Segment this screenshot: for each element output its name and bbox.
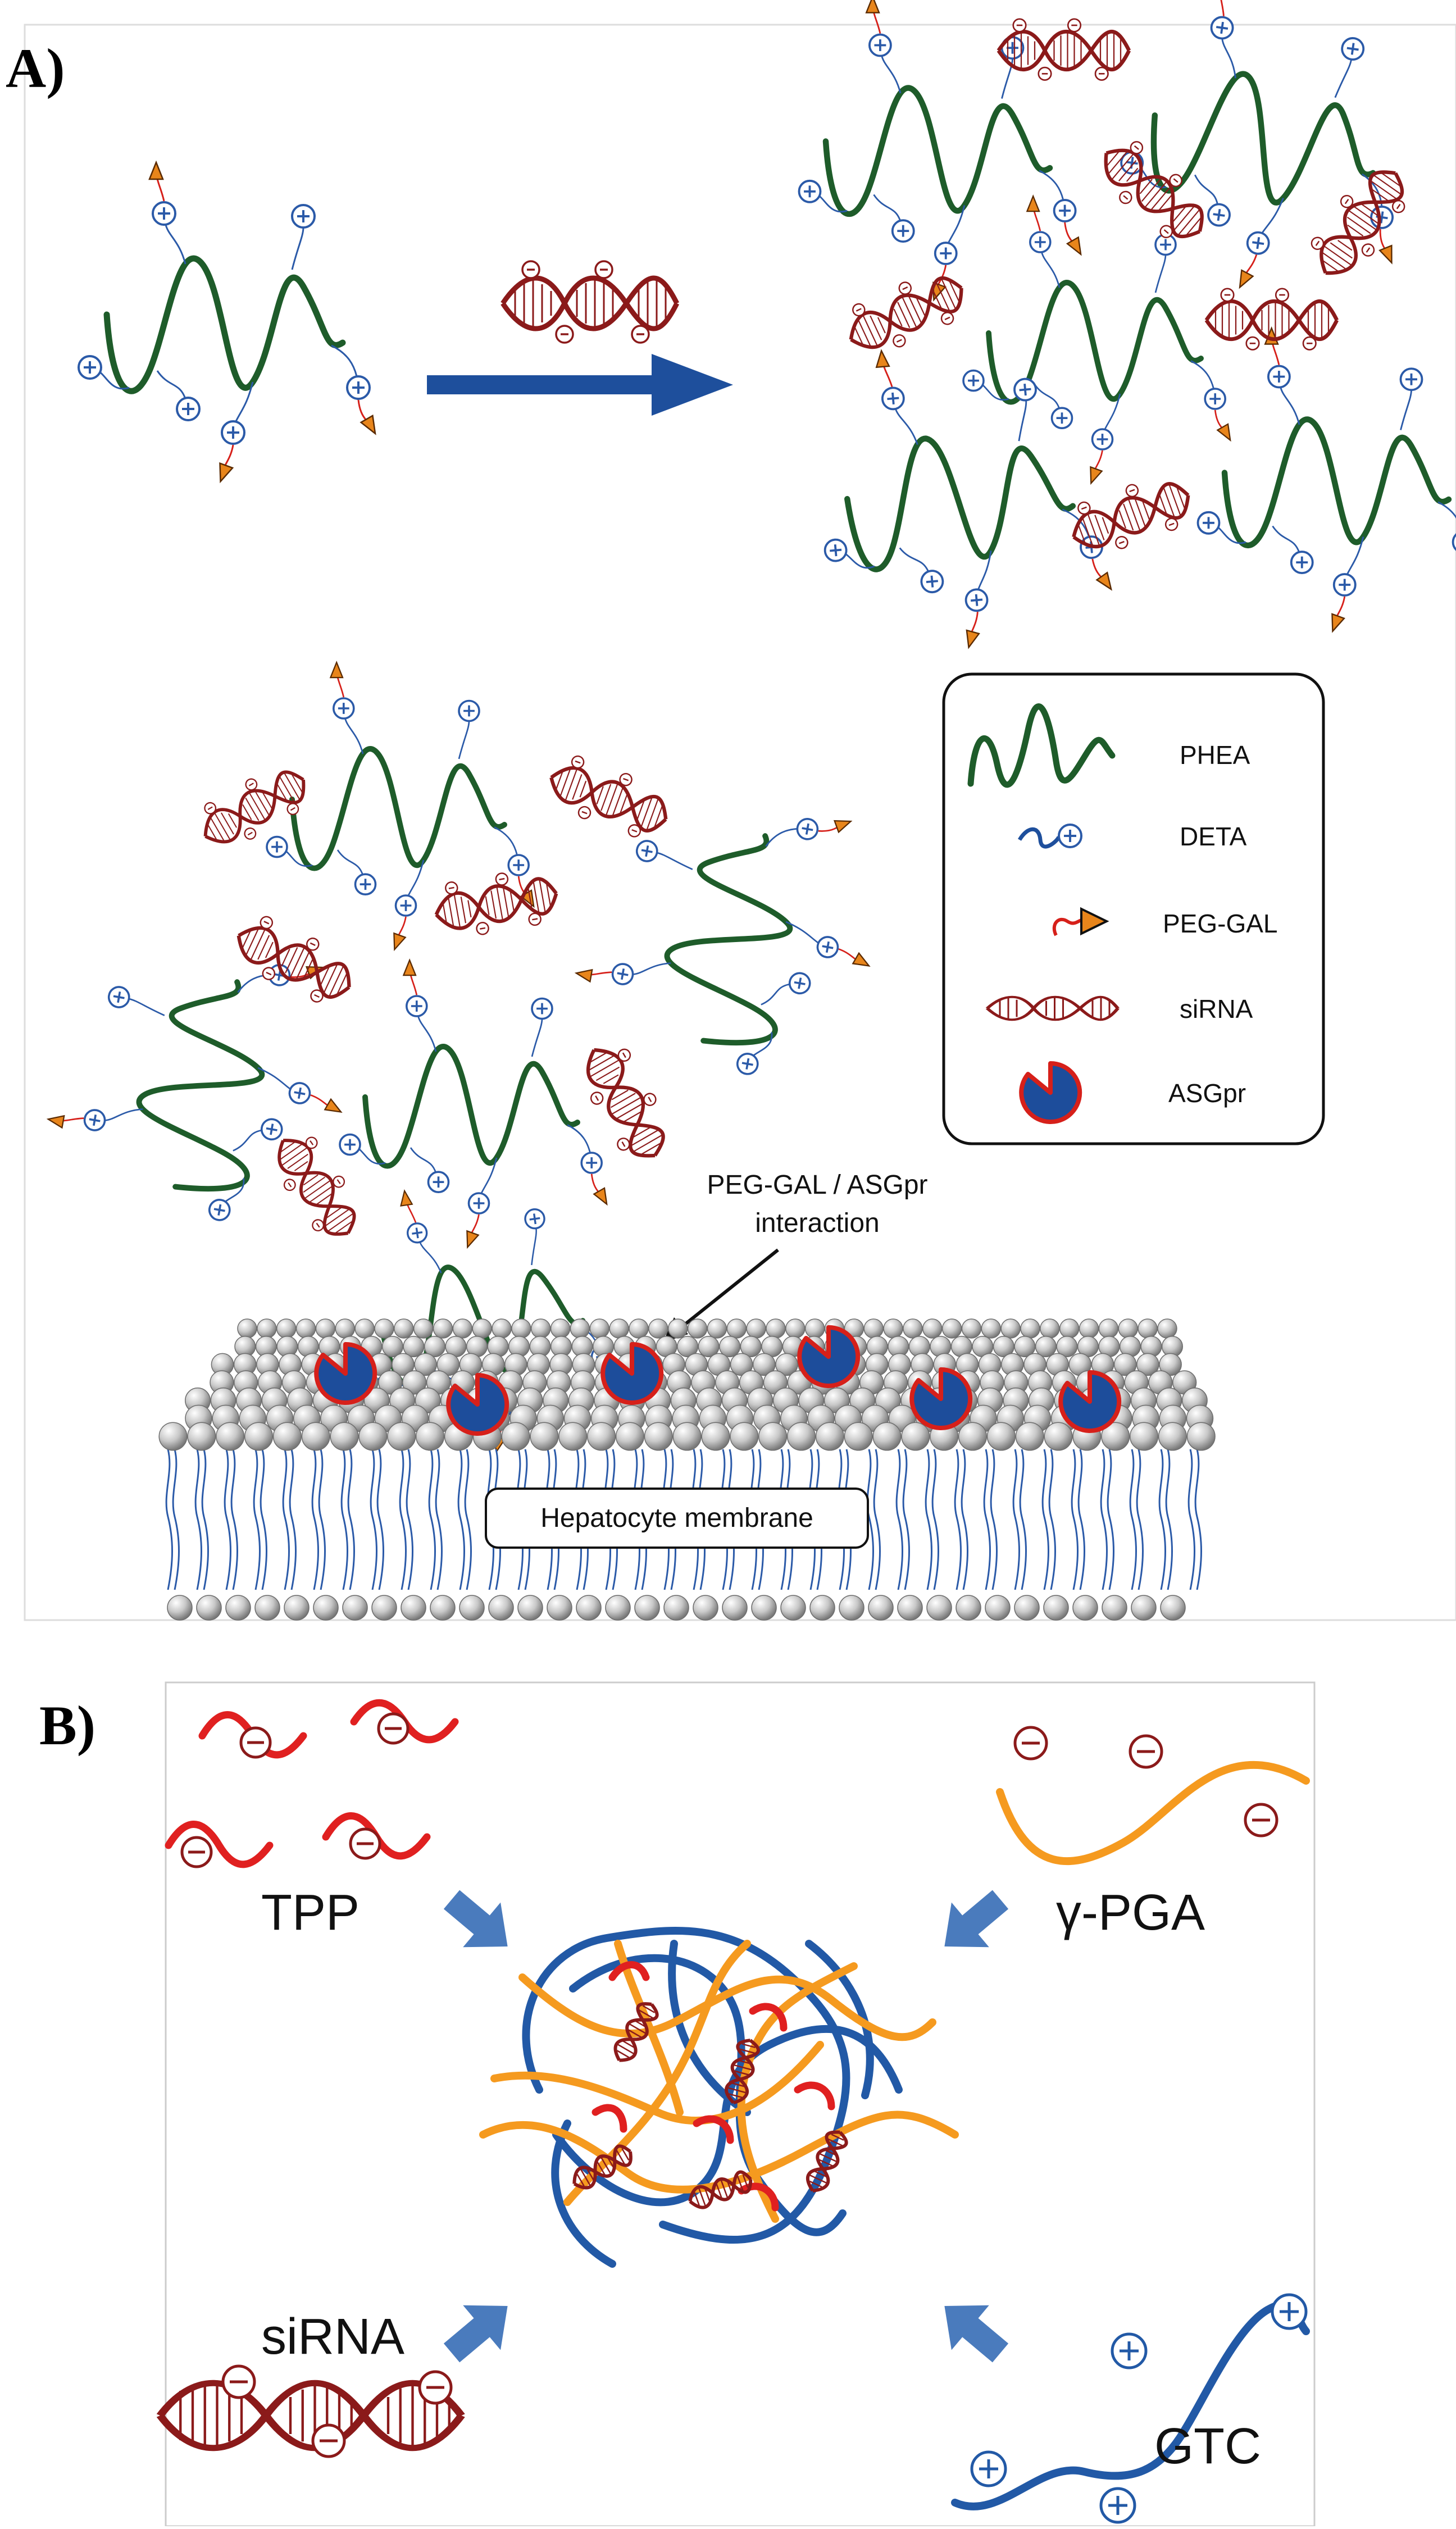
gamma-pga-label: γ-PGA — [1056, 1885, 1205, 1941]
gtc-molecule — [955, 2295, 1306, 2522]
legend-label-phea: PHEA — [1180, 740, 1250, 770]
legend-label-peg-gal: PEG-GAL — [1163, 909, 1278, 938]
nanoparticle — [483, 1931, 955, 2264]
legend: PHEA DETA PEG-GAL siRNA — [944, 674, 1323, 1144]
free-sirna — [503, 261, 677, 343]
sirna-label-b: siRNA — [261, 2309, 404, 2365]
complexation-arrow — [427, 354, 733, 416]
gtc-arrow — [926, 2284, 1019, 2375]
membrane-label: Hepatocyte membrane — [486, 1489, 868, 1548]
legend-label-sirna: siRNA — [1180, 994, 1253, 1024]
sirna-molecule-b — [160, 2366, 462, 2457]
annotation-line-1: PEG-GAL / ASGpr — [707, 1170, 927, 1200]
gamma-pga-molecule — [1000, 1727, 1306, 1861]
annotation-line-2: interaction — [755, 1208, 879, 1238]
tpp-molecules — [169, 1703, 455, 1867]
panel-b-label: B) — [39, 1694, 95, 1757]
legend-label-asgpr: ASGpr — [1168, 1079, 1246, 1108]
svg-text:Hepatocyte membrane: Hepatocyte membrane — [540, 1503, 813, 1533]
panel-a-label: A) — [6, 37, 65, 99]
tpp-label: TPP — [261, 1885, 360, 1941]
sirna-arrow — [433, 2284, 526, 2375]
legend-label-deta: DETA — [1180, 822, 1247, 851]
tpp-arrow — [433, 1877, 526, 1969]
gtc-label: GTC — [1154, 2418, 1261, 2475]
polyplex-top — [799, 0, 1456, 661]
free-polymer — [79, 162, 381, 484]
gamma-pga-arrow — [926, 1877, 1019, 1969]
